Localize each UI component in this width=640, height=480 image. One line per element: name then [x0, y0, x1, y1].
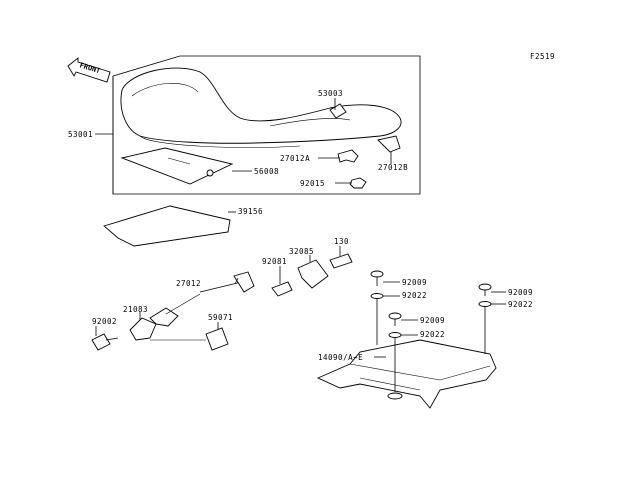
label-27012a: 27012A [280, 154, 310, 163]
label-14090: 14090/A~E [318, 353, 363, 362]
nut-130-icon [329, 253, 353, 269]
bolt-b-icon [388, 312, 402, 326]
label-92081: 92081 [262, 257, 287, 266]
label-92009-a: 92009 [402, 278, 427, 287]
seat-assembly-box [112, 55, 421, 195]
pin-icon [271, 281, 293, 297]
label-92022-a: 92022 [402, 291, 427, 300]
washer-c-icon [478, 301, 492, 307]
label-plate-icon [120, 147, 234, 185]
label-21083: 21083 [123, 305, 148, 314]
hook-a-icon [337, 149, 359, 163]
label-27012b: 27012B [378, 163, 408, 172]
lock-rod-icon [149, 271, 255, 327]
bolt-left-icon [91, 333, 119, 351]
seat-icon [120, 67, 402, 148]
label-92009-b: 92009 [420, 316, 445, 325]
label-39156: 39156 [238, 207, 263, 216]
label-130: 130 [334, 237, 349, 246]
label-32085: 32085 [289, 247, 314, 256]
label-92022-c: 92022 [508, 300, 533, 309]
cover-icon [316, 339, 497, 409]
label-53003: 53003 [318, 89, 343, 98]
label-92015: 92015 [300, 179, 325, 188]
label-53001: 53001 [68, 130, 93, 139]
label-59071: 59071 [208, 313, 233, 322]
front-arrow-icon: FRONT [67, 57, 111, 83]
label-92022-b: 92022 [420, 330, 445, 339]
label-27012: 27012 [176, 279, 201, 288]
label-92002: 92002 [92, 317, 117, 326]
washer-b-icon [388, 332, 402, 338]
hook-b-icon [377, 135, 401, 153]
nut-icon [349, 177, 367, 189]
label-92009-c: 92009 [508, 288, 533, 297]
bolt-a-icon [370, 270, 384, 286]
bracket-icon [129, 317, 157, 341]
spring-icon [297, 259, 329, 289]
seat-lock-icon [205, 327, 229, 351]
seat-cover-clip-icon [329, 103, 347, 119]
pad-icon [103, 205, 231, 247]
bolt-c-icon [478, 283, 492, 296]
label-56008: 56008 [254, 167, 279, 176]
washer-a-icon [370, 293, 384, 299]
figure-code: F2519 [530, 52, 555, 61]
